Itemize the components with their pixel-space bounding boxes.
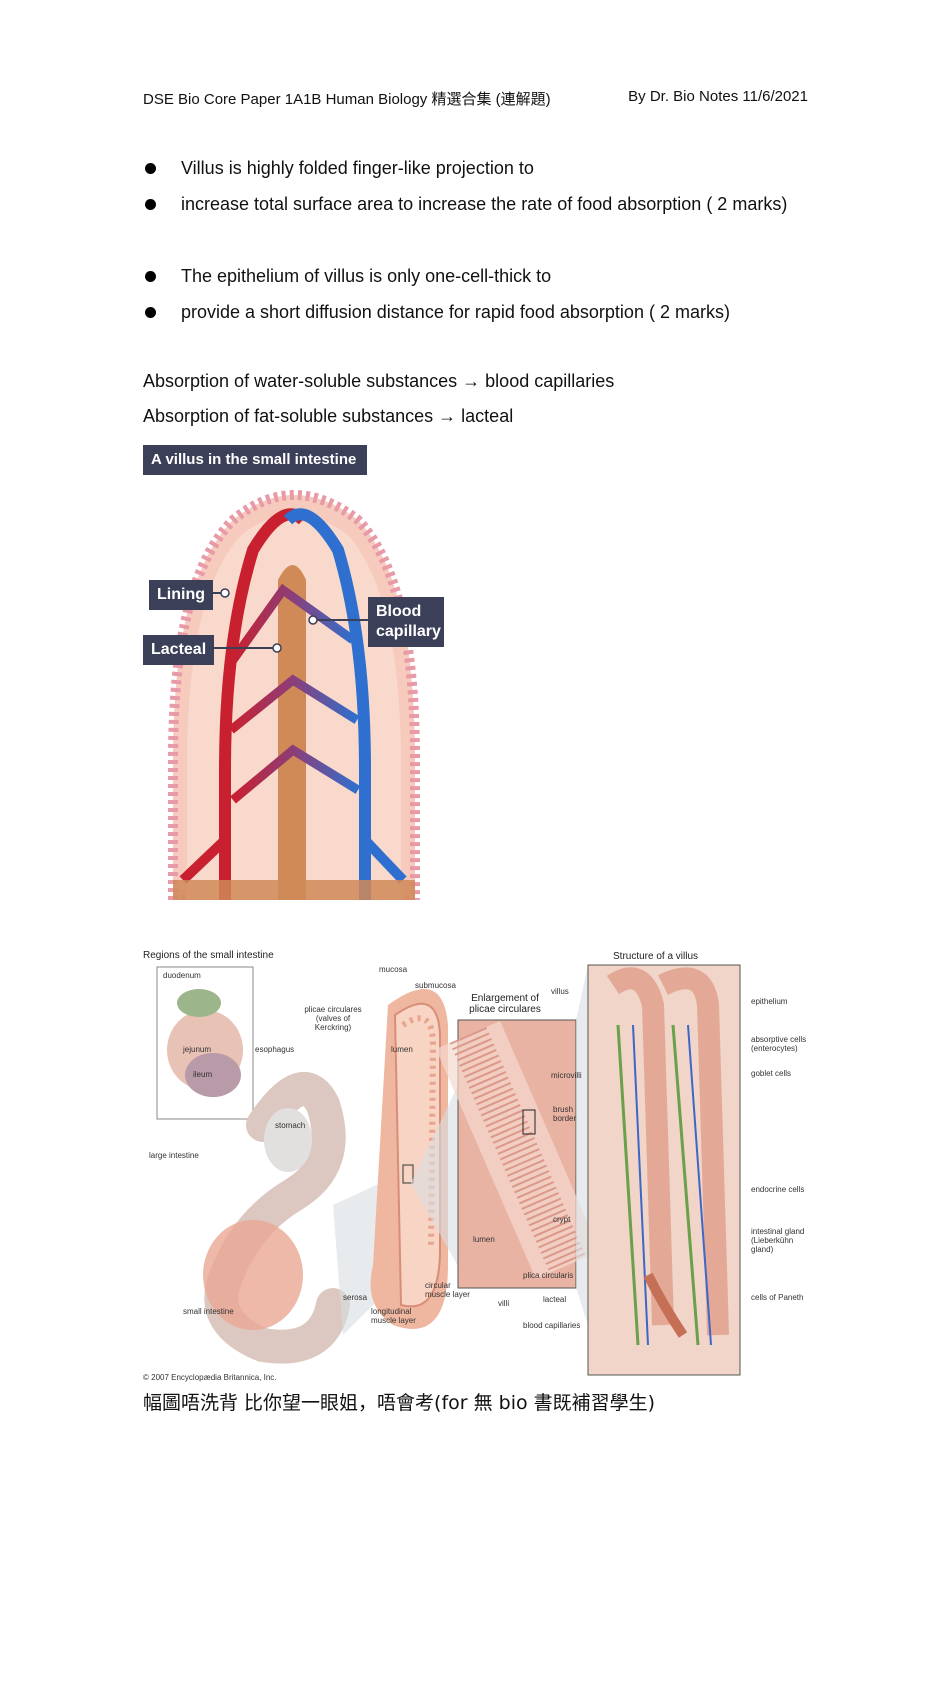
bullet-text: provide a short diffusion distance for r… [181,302,730,322]
label-endocrine-cells: endocrine cells [751,1185,805,1194]
label-crypt: crypt [553,1215,571,1224]
label-brush-border: brush border [553,1105,577,1123]
bullet-icon [145,271,156,282]
label-lacteal: Lacteal [143,635,215,665]
label-goblet-cells: goblet cells [751,1069,792,1078]
small-intestine-illustration [156,964,741,1376]
label-longitudinal-muscle: longitudinal muscle layer [371,1307,416,1325]
label-lacteal-detail: lacteal [543,1295,567,1304]
bullet-icon [145,199,156,210]
structure-title: Structure of a villus [613,951,699,962]
bullet-list: Villus is highly folded finger-like proj… [143,150,843,330]
label-absorptive-cells: absorptive cells (enterocytes) [751,1035,807,1053]
label-esophagus: esophagus [255,1045,295,1054]
label-jejunum: jejunum [183,1045,212,1054]
label-plicae-circulares: plicae circulares (valves of Kerckring) [304,1005,362,1032]
label-villi: villi [498,1299,510,1308]
label-stomach: stomach [275,1121,306,1130]
enlargement-title: Enlargement of plicae circulares [469,993,541,1015]
bullet-item: Villus is highly folded finger-like proj… [143,150,843,186]
villus-figure-title: A villus in the small intestine [143,445,367,475]
small-intestine-figure: Regions of the small intestine Enlargeme… [143,945,833,1383]
label-cells-of-paneth: cells of Paneth [751,1293,804,1302]
label-ileum: ileum [193,1070,213,1079]
bullet-item: The epithelium of villus is only one-cel… [143,258,843,294]
label-lining: Lining [149,580,213,610]
bullet-item: provide a short diffusion distance for r… [143,294,843,330]
absorption-fat-line: Absorption of fat-soluble substances → l… [143,406,514,426]
bullet-icon [145,163,156,174]
label-intestinal-gland: intestinal gland (Lieberkühn gland) [751,1227,805,1254]
villus-diagram: Lining Lacteal Blood capillary [143,480,483,905]
label-mucosa: mucosa [379,965,408,974]
label-epithelium: epithelium [751,997,788,1006]
label-villus: villus [551,987,569,996]
bullet-item: increase total surface area to increase … [143,186,843,222]
label-submucosa: submucosa [415,981,456,990]
copyright-notice: © 2007 Encyclopædia Britannica, Inc. [143,1373,277,1382]
bullet-text: Villus is highly folded finger-like proj… [181,158,534,178]
header-title: DSE Bio Core Paper 1A1B Human Biology 精選… [143,91,551,108]
label-blood-capillaries: blood capillaries [523,1321,581,1330]
label-small-intestine: small intestine [183,1307,234,1316]
label-lumen: lumen [391,1045,413,1054]
label-serosa: serosa [343,1293,368,1302]
villus-illustration [168,490,420,905]
bullet-text: increase total surface area to increase … [181,194,788,214]
bullet-icon [145,307,156,318]
figure-caption: 幅圖唔洗背 比你望一眼姐，唔會考(for 無 bio 書既補習學生) [143,1392,656,1414]
absorption-water-line: Absorption of water-soluble substances →… [143,371,615,391]
label-plica-circularis: plica circularis [523,1271,574,1280]
label-large-intestine: large intestine [149,1151,199,1160]
label-lumen-enlargement: lumen [473,1235,495,1244]
label-duodenum: duodenum [163,971,201,980]
bullet-text: The epithelium of villus is only one-cel… [181,266,552,286]
label-circular-muscle: circular muscle layer [425,1281,470,1299]
header-author-date: By Dr. Bio Notes 11/6/2021 [628,88,808,105]
regions-title: Regions of the small intestine [143,950,274,961]
label-blood-capillary: Blood capillary [368,597,444,647]
label-microvilli: microvilli [551,1071,582,1080]
